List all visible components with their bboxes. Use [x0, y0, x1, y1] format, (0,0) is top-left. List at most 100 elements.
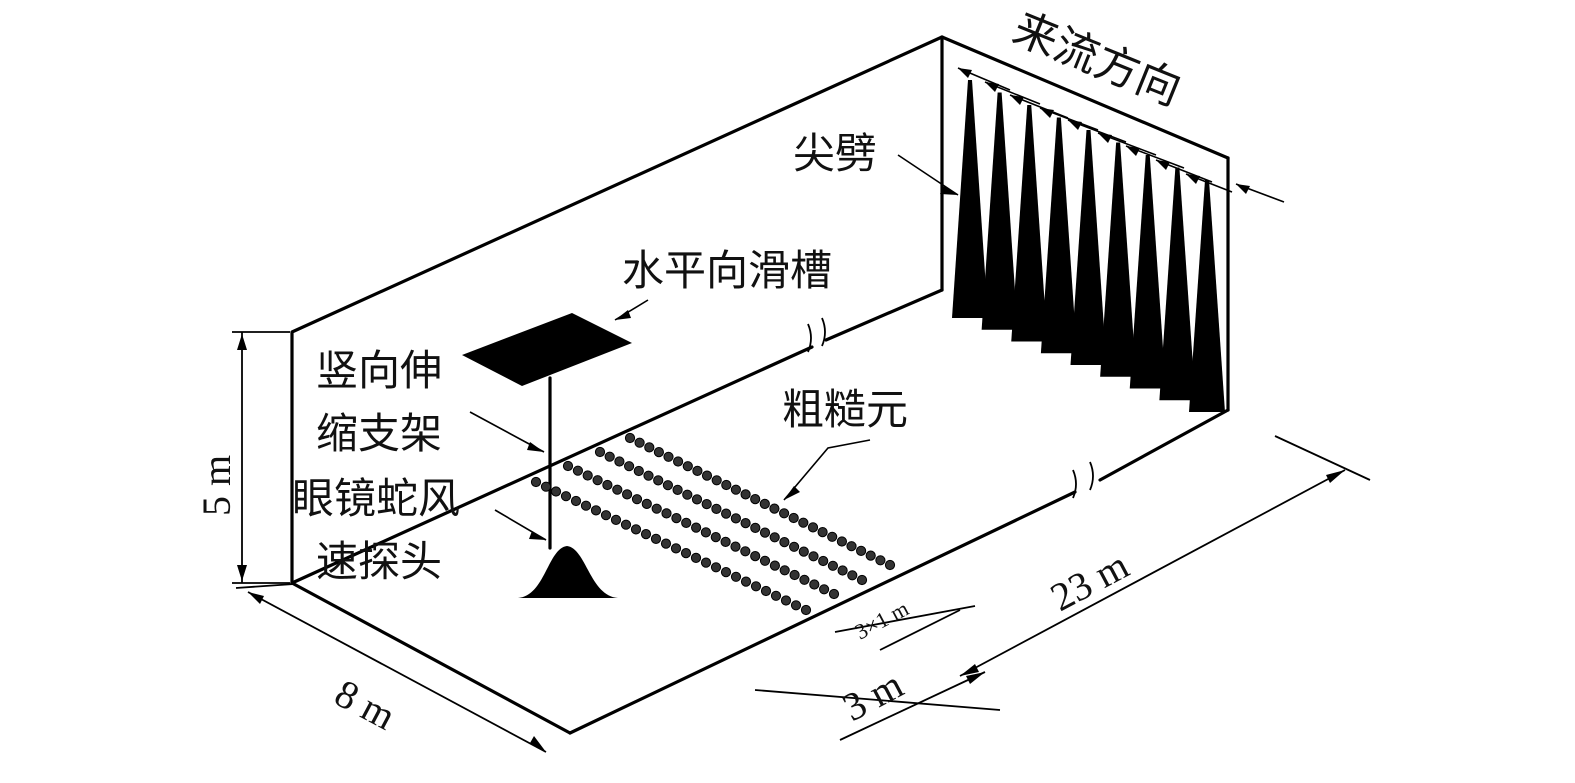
roughness-block	[836, 536, 848, 547]
roughness-block	[780, 595, 792, 606]
spire-wedge	[1070, 130, 1107, 365]
roughness-block	[730, 571, 742, 582]
floor-left-edge-b	[824, 288, 944, 342]
dimension-lines	[232, 331, 1371, 753]
roughness-block	[663, 451, 674, 462]
roughness-block	[614, 456, 625, 467]
dim-length: 23 m	[1043, 542, 1136, 620]
roughness-block	[700, 557, 712, 568]
leader-lines	[469, 154, 959, 541]
roughness-block	[590, 505, 602, 516]
roughness-block	[721, 508, 732, 519]
label-horizontal-slide: 水平向滑槽	[622, 246, 832, 295]
roughness-block	[807, 522, 819, 533]
roughness-block	[750, 494, 761, 505]
roughness-block	[769, 560, 781, 571]
roughness-block	[827, 560, 839, 571]
roughness-block	[875, 555, 886, 566]
roughness-block	[673, 456, 684, 467]
label-vertical-support-2: 缩支架	[316, 409, 442, 458]
dim-roughness-spacing: 3×1 m	[851, 596, 913, 645]
roughness-block	[884, 559, 896, 571]
roughness-block	[759, 498, 770, 509]
roughness-block	[572, 465, 584, 476]
roughness-block	[634, 437, 645, 448]
roughness-block	[710, 562, 722, 573]
roughness-block	[730, 541, 741, 552]
roughness-block	[602, 479, 613, 491]
roughness-block	[769, 532, 780, 543]
roughness-block	[653, 475, 664, 486]
roughness-block	[730, 484, 742, 495]
roughness-block	[582, 470, 593, 481]
label-inflow-direction: 来流方向	[1006, 3, 1188, 116]
roughness-block	[653, 447, 665, 458]
label-cobra-probe-2: 速探头	[316, 537, 442, 586]
roughness-block	[701, 470, 713, 481]
spire-wedge	[1159, 167, 1196, 401]
roughness-block	[837, 565, 848, 576]
roughness-block	[827, 531, 838, 542]
roughness-block	[856, 574, 868, 586]
roughness-block	[560, 491, 572, 502]
roughness-block	[681, 517, 692, 529]
roughness-block	[759, 527, 771, 538]
cobra-probe-base	[518, 546, 618, 598]
roughness-block	[798, 517, 809, 528]
spires	[952, 80, 1225, 412]
roughness-block	[594, 446, 606, 458]
roughness-block	[819, 584, 830, 595]
roughness-block	[530, 476, 542, 488]
text-labels: 来流方向 尖劈 水平向滑槽 竖向伸 缩支架 眼镜蛇风 速探头 粗糙元 5 m 8…	[194, 3, 1188, 739]
spire-wedge	[1129, 155, 1166, 389]
tunnel-box	[290, 35, 1230, 735]
roughness-block	[721, 479, 732, 491]
roughness-block	[720, 536, 731, 548]
roughness-block	[710, 532, 721, 543]
roughness-block	[562, 460, 574, 472]
spire-wedge	[1189, 180, 1225, 412]
roughness-block	[740, 546, 751, 557]
roughness-block	[604, 451, 615, 462]
roughness-block	[600, 510, 612, 521]
roughness-block	[809, 579, 820, 590]
ceiling-rear-edge	[940, 35, 1230, 160]
roughness-block	[671, 513, 682, 524]
roughness-block	[691, 494, 703, 505]
inflow-arrows	[957, 67, 1285, 203]
label-cobra-probe-1: 眼镜蛇风	[292, 474, 460, 523]
roughness-block	[592, 475, 603, 486]
roughness-block	[540, 481, 552, 492]
roughness-block	[750, 522, 761, 534]
label-vertical-support-1: 竖向伸	[316, 346, 442, 395]
roughness-block	[682, 461, 693, 472]
roughness-block	[828, 588, 840, 600]
roughness-block	[789, 569, 800, 581]
roughness-block	[817, 527, 828, 538]
roughness-block	[612, 484, 623, 495]
roughness-block	[640, 529, 652, 540]
label-spire: 尖劈	[793, 129, 877, 178]
dim-height: 5 m	[194, 455, 239, 516]
spire-wedge	[1100, 142, 1137, 377]
roughness-block	[790, 600, 802, 611]
roughness-block	[682, 489, 693, 500]
roughness-block	[580, 500, 592, 511]
roughness-block	[680, 548, 692, 559]
roughness-block	[624, 461, 635, 472]
roughness-block	[700, 527, 712, 538]
spire-wedge	[981, 92, 1018, 330]
roughness-block	[799, 574, 810, 585]
roughness-block	[818, 555, 829, 567]
roughness-block	[740, 489, 751, 500]
roughness-block	[779, 537, 790, 548]
roughness-block	[570, 495, 582, 507]
roughness-block	[630, 524, 642, 535]
roughness-block	[691, 522, 702, 533]
roughness-block	[769, 503, 780, 514]
roughness-block	[750, 581, 762, 592]
roughness-block	[808, 551, 819, 562]
roughness-block	[633, 465, 644, 477]
spire-wedge	[1040, 117, 1077, 354]
